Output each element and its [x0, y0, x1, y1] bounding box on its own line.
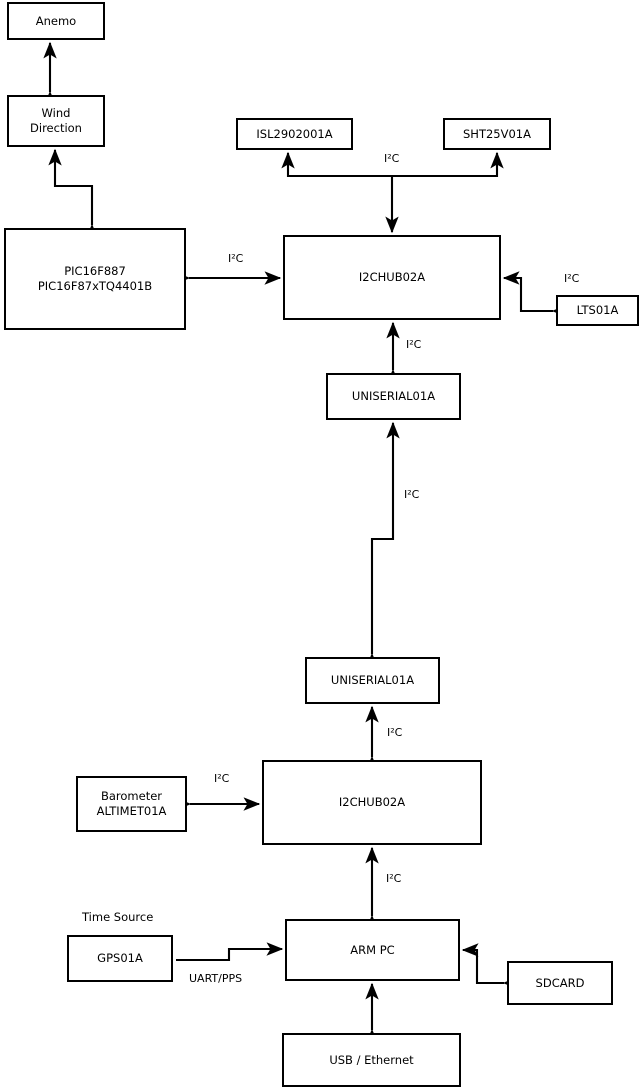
node-label: Barometer ALTIMET01A — [96, 789, 167, 818]
node-label: PIC16F887 PIC16F87xTQ4401B — [37, 264, 153, 293]
edge-label-i2c-isl-sht: I²C — [384, 152, 400, 165]
node-pic-microcontroller[interactable]: PIC16F887 PIC16F87xTQ4401B — [4, 228, 186, 330]
node-label: UNISERIAL01A — [351, 389, 436, 403]
node-barometer-altimet01a[interactable]: Barometer ALTIMET01A — [76, 776, 187, 832]
node-usb-ethernet[interactable]: USB / Ethernet — [282, 1033, 461, 1087]
edge-label-uart-pps: UART/PPS — [189, 972, 243, 985]
node-gps01a[interactable]: GPS01A — [67, 935, 173, 982]
connector-armpc-sdcard — [461, 943, 520, 990]
node-label: ARM PC — [350, 942, 395, 957]
node-label: Anemo — [35, 13, 77, 28]
connector-gps-armpc — [176, 942, 284, 962]
edge-label-i2c-hub-armpc: I²C — [386, 872, 402, 885]
connector-hub-lts — [502, 271, 569, 318]
node-label: ISL2902001A — [256, 126, 333, 141]
node-uniserial01a-upper[interactable]: UNISERIAL01A — [326, 373, 461, 420]
node-sdcard[interactable]: SDCARD — [507, 961, 613, 1005]
edge-label-i2c-hub-uniserial: I²C — [406, 338, 422, 351]
edge-label-i2c-pic-hub: I²C — [228, 252, 244, 265]
annotation-time-source: Time Source — [82, 910, 154, 924]
node-label: USB / Ethernet — [329, 1052, 414, 1067]
node-i2chub02a-top[interactable]: I2CHUB02A — [283, 235, 501, 320]
node-wind-direction[interactable]: Wind Direction — [7, 95, 105, 147]
node-isl2902001a[interactable]: ISL2902001A — [236, 118, 353, 150]
node-anemo[interactable]: Anemo — [7, 2, 105, 40]
node-uniserial01a-lower[interactable]: UNISERIAL01A — [305, 657, 440, 704]
connector-uniserial-uniserial — [365, 421, 400, 670]
node-lts01a[interactable]: LTS01A — [556, 295, 639, 326]
edge-label-i2c-baro-hub: I²C — [214, 772, 230, 785]
node-label: SDCARD — [535, 975, 585, 990]
node-arm-pc[interactable]: ARM PC — [285, 919, 460, 981]
edge-label-i2c-uniserial-hub: I²C — [387, 726, 403, 739]
node-sht25v01a[interactable]: SHT25V01A — [443, 118, 551, 150]
node-label: SHT25V01A — [463, 126, 531, 141]
node-label: Wind Direction — [30, 106, 82, 135]
edge-label-i2c-hub-lts: I²C — [564, 272, 580, 285]
node-label: LTS01A — [576, 303, 619, 317]
node-label: GPS01A — [97, 951, 143, 965]
node-label: I2CHUB02A — [358, 270, 426, 284]
node-label: I2CHUB02A — [338, 795, 406, 809]
edge-label-i2c-uniserial-link: I²C — [404, 488, 420, 501]
connector-bus-to-isl — [281, 151, 392, 178]
node-label: UNISERIAL01A — [330, 673, 415, 687]
node-i2chub02a-bottom[interactable]: I2CHUB02A — [262, 760, 482, 845]
connector-wind-pic — [48, 148, 99, 241]
connector-bus-to-sht — [392, 151, 504, 178]
